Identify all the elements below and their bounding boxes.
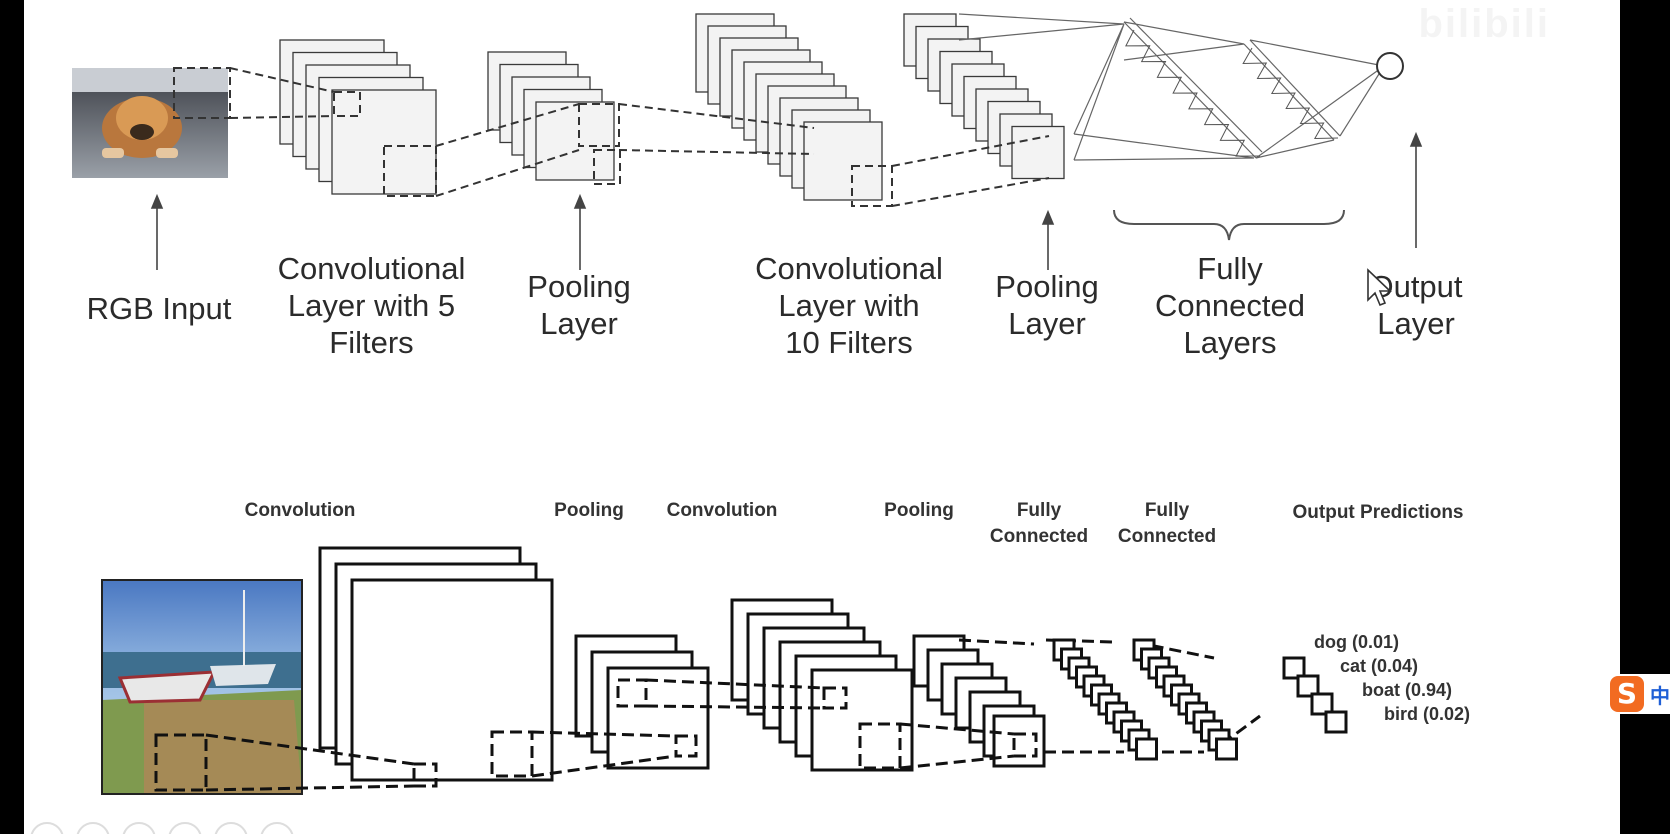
out-unit-4 [1324, 710, 1348, 734]
boat-photo [101, 579, 303, 795]
dog-photo [72, 68, 228, 178]
next-slide-button[interactable] [76, 822, 110, 834]
fc-zigzag-line [1242, 47, 1339, 140]
ime-language-label: 中 [1650, 683, 1670, 708]
slide-toolbar [30, 822, 294, 834]
fc-brace [1113, 209, 1345, 241]
label-conv-10-filters: Convolutional Layer with 10 Filters [755, 251, 943, 360]
label-pooling-layer-2: Pooling Layer [995, 269, 1099, 341]
ime-indicator[interactable]: S 中 [1606, 674, 1670, 714]
label-convolution-1: Convolution [244, 500, 356, 521]
prediction-boat: boat (0.94) [1362, 680, 1453, 700]
sogou-logo-icon: S [1610, 676, 1644, 712]
watermark: bilibili [1418, 2, 1550, 46]
fc-zigzags [1125, 29, 1339, 157]
slide-canvas: bilibili [24, 0, 1620, 834]
label-pooling-1: Pooling [554, 500, 624, 521]
top-arrows [150, 131, 1423, 270]
label-rgb-input: RGB Input [86, 291, 232, 326]
b-conv2-map-6 [810, 668, 914, 772]
prediction-bird: bird (0.02) [1384, 704, 1471, 724]
label-pooling-layer-1: Pooling Layer [527, 269, 631, 341]
b-conv1-map-3 [350, 578, 554, 782]
bottom-fc-squares [1052, 638, 1348, 761]
mouse-cursor-icon [1367, 268, 1392, 307]
prev-slide-button[interactable] [30, 822, 64, 834]
zoom-button[interactable] [214, 822, 248, 834]
bottom-layer-stacks [318, 546, 1046, 782]
label-fully-connected-1: Fully Connected [989, 500, 1089, 547]
bottom-dashed-lines [154, 638, 1261, 792]
fc1-unit-12 [1135, 737, 1158, 761]
label-conv-5-filters: Convolutional Layer with 5 Filters [277, 251, 466, 360]
prediction-dog: dog (0.01) [1314, 632, 1400, 652]
label-output-predictions: Output Predictions [1292, 502, 1464, 523]
b-pool1-map-3 [606, 666, 710, 770]
top-fc-fans [958, 13, 1385, 161]
label-fully-connected-layers: Fully Connected Layers [1155, 251, 1305, 360]
pen-tool-button[interactable] [122, 822, 156, 834]
label-pooling-2: Pooling [884, 500, 954, 521]
output-node [1376, 52, 1404, 80]
out-unit-1 [1282, 656, 1306, 680]
top-dashed-lines [173, 67, 1050, 207]
slides-overview-button[interactable] [168, 822, 202, 834]
prediction-cat: cat (0.04) [1340, 656, 1419, 676]
pool2-map-10 [1011, 125, 1065, 180]
out-unit-2 [1296, 674, 1320, 698]
label-convolution-2: Convolution [666, 500, 778, 521]
more-options-button[interactable] [260, 822, 294, 834]
out-unit-3 [1310, 692, 1334, 716]
label-fully-connected-2: Fully Connected [1117, 500, 1217, 547]
fc-zigzag-line [1125, 29, 1261, 157]
top-layer-stacks [279, 13, 1065, 201]
pool1-map-5 [535, 101, 615, 181]
diagram-art [72, 13, 1423, 795]
fc2-unit-12 [1215, 737, 1238, 761]
conv10-map-10 [803, 121, 883, 201]
